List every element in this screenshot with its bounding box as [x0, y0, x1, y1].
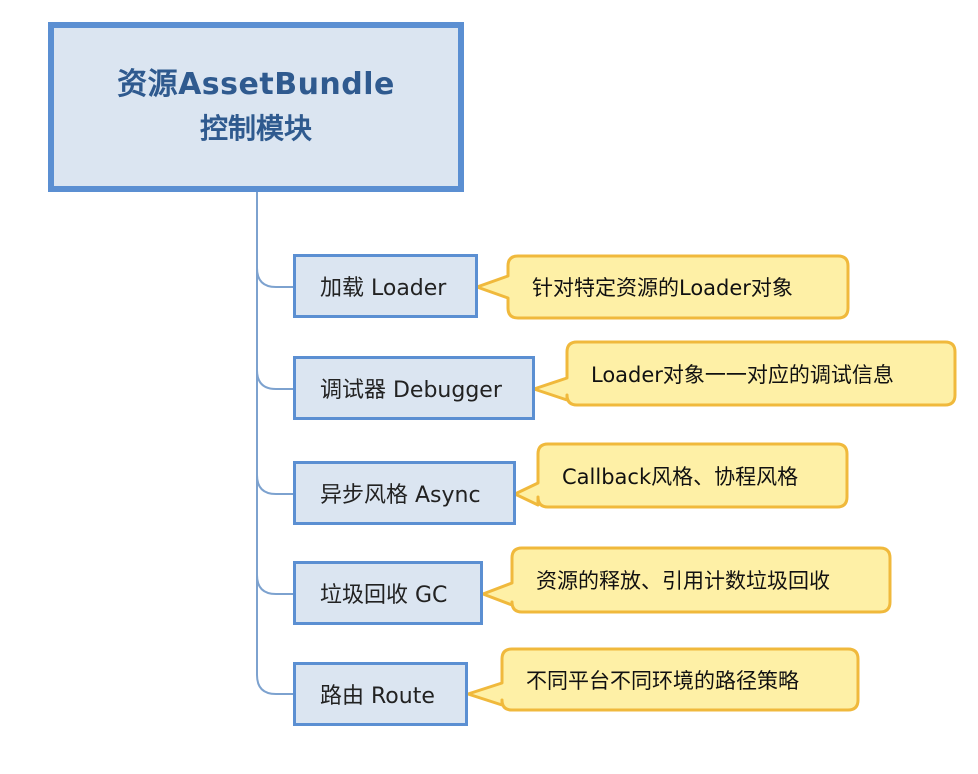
connector-debugger — [256, 369, 295, 390]
note-route: 不同平台不同环境的路径策略 — [526, 668, 799, 693]
connector-route — [256, 674, 295, 695]
connector-async — [256, 474, 295, 495]
callout-bubble-loader — [475, 254, 850, 320]
root-title-line1: 资源AssetBundle — [117, 67, 395, 102]
note-async: Callback风格、协程风格 — [562, 464, 799, 489]
callout-bubble-debugger — [532, 340, 957, 407]
note-loader: 针对特定资源的Loader对象 — [532, 276, 793, 300]
node-debugger: 调试器 Debugger — [293, 356, 535, 420]
note-debugger: Loader对象一一对应的调试信息 — [591, 362, 894, 387]
callout-bubble-route — [466, 647, 860, 712]
connector-gc — [256, 574, 295, 595]
callout-bubble-gc — [481, 546, 892, 614]
connector-loader — [256, 267, 295, 288]
callout-bubble-async — [513, 442, 849, 509]
node-gc: 垃圾回收 GC — [293, 561, 483, 625]
root-title-line2: 控制模块 — [199, 112, 312, 145]
node-async: 异步风格 Async — [293, 461, 516, 525]
note-gc: 资源的释放、引用计数垃圾回收 — [536, 569, 830, 593]
node-loader: 加载 Loader — [293, 254, 478, 318]
node-route: 路由 Route — [293, 662, 468, 726]
root-node: 资源AssetBundle 控制模块 — [48, 22, 464, 192]
